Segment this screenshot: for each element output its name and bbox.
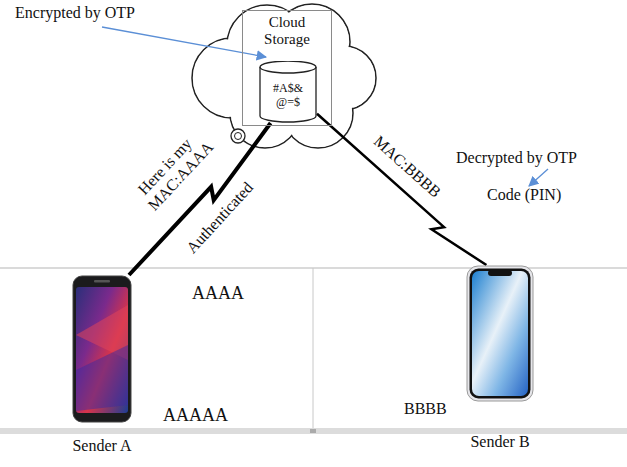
annotation-label: Code (PIN) xyxy=(487,186,561,204)
storage-box: Cloud Storage #A$& @=$ xyxy=(242,10,332,126)
phone-b: Sender B xyxy=(466,265,534,457)
annotation-label: AAAAA xyxy=(163,405,228,426)
link-label: Here is my MAC:AAAA xyxy=(131,131,212,215)
node-text: #A$& @=$ xyxy=(268,82,308,110)
link-line xyxy=(317,114,486,265)
phone-a: Sender A xyxy=(72,275,132,460)
node-text: Sender A xyxy=(72,437,131,455)
phone-illustration xyxy=(72,275,132,423)
bar-mark xyxy=(310,429,316,433)
phone-illustration xyxy=(466,265,534,402)
annotation-label: Encrypted by OTP xyxy=(15,4,135,22)
annotation-label: BBBB xyxy=(404,400,447,418)
node-text: Cloud Storage xyxy=(243,11,331,49)
bottom-bar xyxy=(0,428,627,434)
cloud-shape xyxy=(192,4,376,148)
divider-line xyxy=(313,268,314,428)
pointer-arrow xyxy=(529,169,548,186)
node-text: Sender B xyxy=(470,433,529,451)
annotation-label: Decrypted by OTP xyxy=(456,149,577,167)
annotation-label: AAAA xyxy=(192,283,244,304)
database-cylinder: #A$& @=$ xyxy=(259,61,317,123)
link-line xyxy=(129,123,271,275)
